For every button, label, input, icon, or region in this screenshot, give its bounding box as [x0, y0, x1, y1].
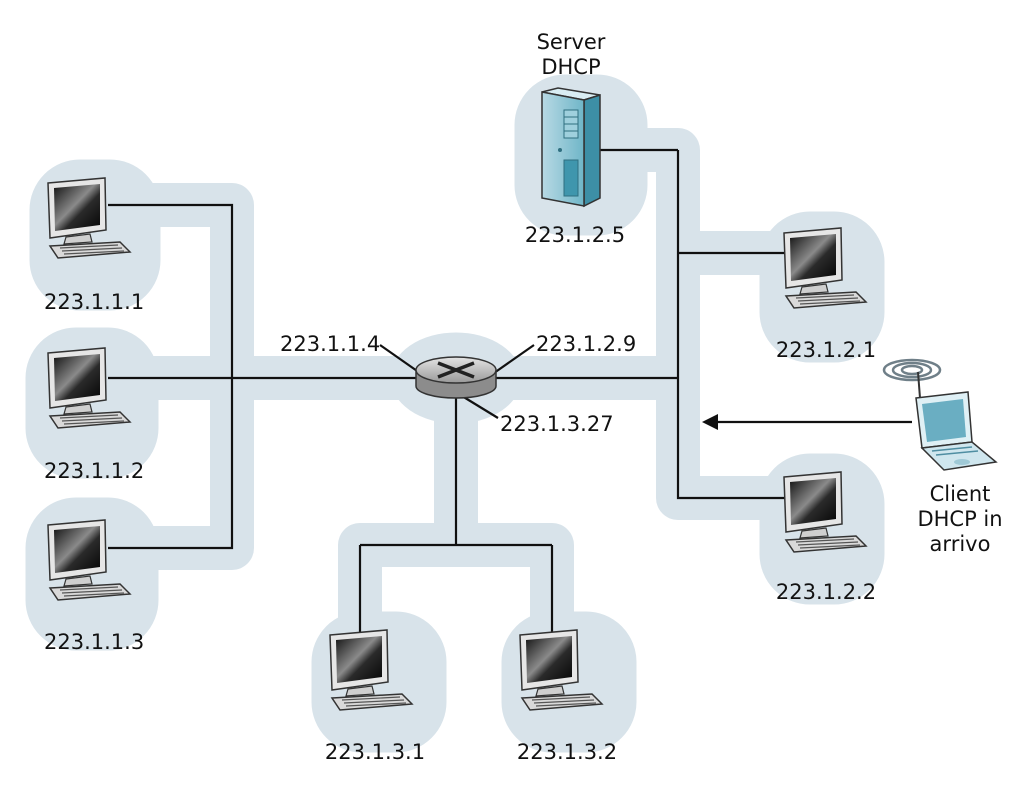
wireless-laptop-icon [882, 358, 998, 471]
wireless-signal-icon [882, 358, 942, 382]
router-icon [415, 356, 497, 399]
client-label-line: arrivo [929, 532, 991, 556]
host-ip-label: 223.1.3.1 [324, 740, 426, 764]
leader-if-bottom [461, 395, 499, 419]
leader-if-left [379, 344, 421, 374]
network-links [108, 148, 786, 632]
host-ip-label: 223.1.2.2 [775, 580, 877, 604]
dhcp-arrival-arrow [702, 414, 912, 430]
server-title-line: DHCP [541, 55, 601, 79]
router-interface-label: 223.1.3.27 [500, 412, 614, 436]
host-ip-label: 223.1.1.2 [44, 459, 145, 483]
link-segment-2-bus [494, 148, 786, 500]
leader-if-right [493, 344, 535, 374]
host-ip-label: 223.1.1.1 [44, 290, 145, 314]
client-label-line: DHCP in [917, 507, 1003, 531]
host-ip-label: 223.1.1.3 [44, 630, 145, 654]
link-segment-3-bus [358, 395, 554, 632]
server-title: Server DHCP [537, 30, 606, 80]
link-segment-1-bus [108, 203, 418, 550]
router-interface-label: 223.1.1.4 [280, 332, 381, 356]
server-tower-icon [541, 87, 601, 208]
server-ip-label: 223.1.2.5 [524, 223, 626, 247]
router-interface-label: 223.1.2.9 [536, 332, 637, 356]
client-label-line: Client [929, 482, 991, 506]
host-ip-label: 223.1.2.1 [775, 338, 877, 362]
client-label: Client DHCP in arrivo [917, 482, 1002, 557]
server-title-line: Server [536, 30, 606, 54]
host-ip-label: 223.1.3.2 [516, 740, 618, 764]
